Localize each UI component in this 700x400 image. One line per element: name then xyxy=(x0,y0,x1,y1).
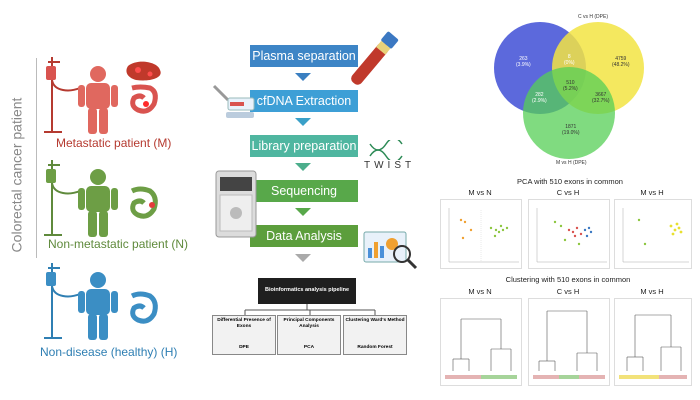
bioinfo-box-dpe: Differential Presence of Exons DPE xyxy=(212,315,276,355)
bioinfo-box-sub: DPE xyxy=(239,345,249,351)
data-analysis-magnifier-icon xyxy=(363,231,418,270)
venn-set-label-b: C vs H (DPE) xyxy=(578,14,608,20)
step-cfdna-extraction: cfDNA Extraction xyxy=(250,90,358,112)
healthy-patient-figure xyxy=(44,263,158,340)
dendrogram xyxy=(445,318,517,379)
venn-region-ab: 8(0%) xyxy=(564,54,575,66)
bioinfo-box-sub: Random Forest xyxy=(357,345,393,351)
metastatic-patient-figure xyxy=(44,57,161,134)
bioinfo-box-title: Differential Presence of Exons xyxy=(217,318,271,329)
venn-pct: (32.7%) xyxy=(592,98,610,104)
venn-value: 1871 xyxy=(565,124,577,130)
pca-plot-m-vs-h xyxy=(614,199,692,269)
cluster-panel-title-1: M vs N xyxy=(468,287,492,296)
pca-section-title: PCA with 510 exons in common xyxy=(517,177,623,186)
venn-region-bc: 3667(32.7%) xyxy=(592,92,610,104)
bioinfo-box-clustering: Clustering Ward's Method Random Forest xyxy=(343,315,407,355)
step-data-analysis: Data Analysis xyxy=(250,225,358,247)
arrow-down xyxy=(295,73,311,81)
arrow-down xyxy=(295,208,311,216)
arrow-down xyxy=(295,254,311,262)
venn-region-ac: 282(2.9%) xyxy=(532,92,547,104)
cluster-panel-title-3: M vs H xyxy=(640,287,664,296)
dendrogram xyxy=(533,310,605,379)
cluster-panel-title-2: C vs H xyxy=(556,287,580,296)
venn-value: 8 xyxy=(567,54,571,60)
venn-circle-m-vs-h xyxy=(523,67,615,159)
arrow-down xyxy=(295,163,311,171)
bioinformatics-header: Bioinformatics analysis pipeline xyxy=(258,278,356,304)
venn-region-abc: 510(5.2%) xyxy=(563,80,578,92)
pca-scatter xyxy=(448,208,519,263)
sequencer-machine-icon xyxy=(215,170,257,238)
metastatic-patient-label: Metastatic patient (M) xyxy=(56,136,172,150)
pca-panel-title-3: M vs H xyxy=(640,188,664,197)
non-metastatic-patient-label: Non-metastatic patient (N) xyxy=(48,237,189,251)
pca-plot-m-vs-n xyxy=(440,199,522,269)
blood-tube-icon xyxy=(351,31,399,85)
venn-set-label-a: M vs N (DPE) xyxy=(508,14,539,20)
arrow-down xyxy=(295,118,311,126)
venn-pct: (0%) xyxy=(564,60,575,66)
healthy-patient-label: Non-disease (healthy) (H) xyxy=(40,345,178,359)
venn-value: 3667 xyxy=(595,92,607,98)
pca-scatter xyxy=(536,208,607,263)
non-metastatic-patient-figure xyxy=(44,160,158,237)
venn-value: 282 xyxy=(535,92,544,98)
bioinfo-box-title: Clustering Ward's Method xyxy=(345,318,405,323)
pca-panel-title-1: M vs N xyxy=(468,188,492,197)
bioinfo-box-pca: Principal Components Analysis PCA xyxy=(277,315,341,355)
step-library-preparation: Library preparation xyxy=(250,135,358,157)
venn-pct: (5.2%) xyxy=(563,86,578,92)
venn-pct: (2.9%) xyxy=(532,98,547,104)
step-plasma-separation: Plasma separation xyxy=(250,45,358,67)
bioinfo-box-sub: PCA xyxy=(303,345,315,351)
group-bracket-line xyxy=(36,58,37,258)
venn-pct: (3.9%) xyxy=(516,62,531,68)
twist-logo-text: TWIST xyxy=(364,160,416,171)
pipette-tube-icon xyxy=(212,84,255,118)
dendrogram-m-vs-h xyxy=(614,298,692,386)
venn-region-c-only: 1871(19.0%) xyxy=(562,124,580,136)
dendrogram-m-vs-n xyxy=(440,298,522,386)
twist-dna-icon xyxy=(369,140,403,160)
bioinfo-box-title: Principal Components Analysis xyxy=(283,318,335,329)
pca-panel-title-2: C vs H xyxy=(556,188,580,197)
clustering-section-title: Clustering with 510 exons in common xyxy=(505,275,631,284)
venn-set-label-c: M vs H (DPE) xyxy=(556,160,587,166)
pca-plot-c-vs-h xyxy=(528,199,610,269)
patient-group-title-text: Colorectal cancer patient xyxy=(8,97,24,253)
venn-pct: (48.2%) xyxy=(612,62,630,68)
dendrogram xyxy=(619,314,687,379)
venn-diagram xyxy=(494,22,644,159)
venn-region-a-only: 263(3.9%) xyxy=(516,56,531,68)
dendrogram-c-vs-h xyxy=(528,298,610,386)
pca-scatter xyxy=(622,208,689,263)
venn-pct: (19.0%) xyxy=(562,130,580,136)
venn-value: 263 xyxy=(519,56,528,62)
venn-value: 510 xyxy=(566,80,575,86)
step-sequencing: Sequencing xyxy=(250,180,358,202)
patient-group-title: Colorectal cancer patient xyxy=(2,55,30,295)
venn-value: 4759 xyxy=(615,56,627,62)
venn-region-b-only: 4759(48.2%) xyxy=(612,56,630,68)
